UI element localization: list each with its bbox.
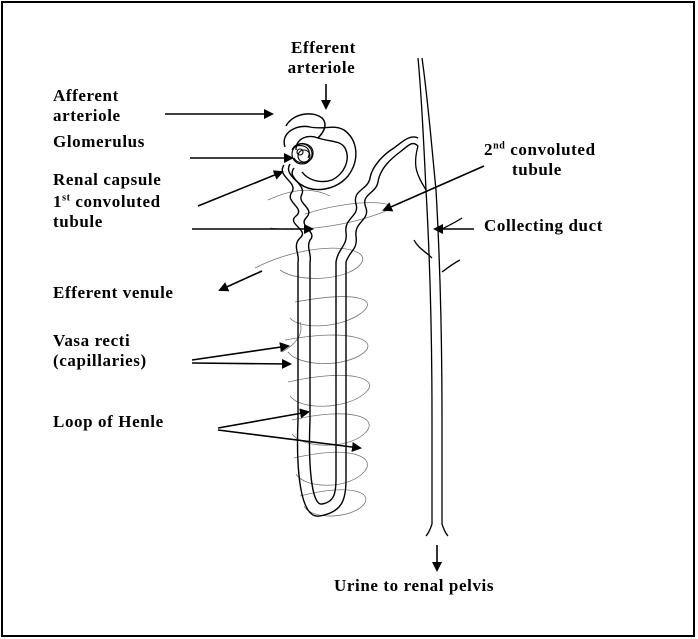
pointer-arrows: [165, 84, 484, 570]
label-glomerulus: Glomerulus: [53, 132, 145, 152]
arrow-loop-henle-2: [218, 430, 360, 448]
label-loop-of-henle: Loop of Henle: [53, 412, 164, 432]
glomerulus-shape: [292, 143, 313, 164]
vasa-recti-capillaries: [255, 190, 390, 516]
label-efferent-arteriole: Efferent arteriole: [287, 38, 356, 78]
arrow-loop-henle-1: [218, 412, 308, 428]
label-vasa-recti: Vasa recti (capillaries): [53, 331, 147, 371]
convoluted-tubule-and-loop: [282, 137, 418, 516]
label-renal-capsule: Renal capsule: [53, 170, 161, 190]
label-urine-to-renal-pelvis: Urine to renal pelvis: [334, 576, 494, 596]
arrow-renal-capsule: [198, 172, 282, 206]
label-first-tubule: 1st convoluted tubule: [53, 192, 161, 232]
collecting-duct-shape: [414, 58, 462, 536]
arrow-vasa-recti-2: [192, 363, 290, 364]
label-second-tubule: 2nd convoluted tubule: [484, 140, 596, 180]
label-afferent-arteriole: Afferent arteriole: [53, 86, 121, 126]
label-efferent-venule: Efferent venule: [53, 283, 174, 303]
arrow-efferent-venule: [220, 271, 262, 290]
label-collecting-duct: Collecting duct: [484, 216, 603, 236]
arrow-vasa-recti-1: [192, 346, 288, 360]
